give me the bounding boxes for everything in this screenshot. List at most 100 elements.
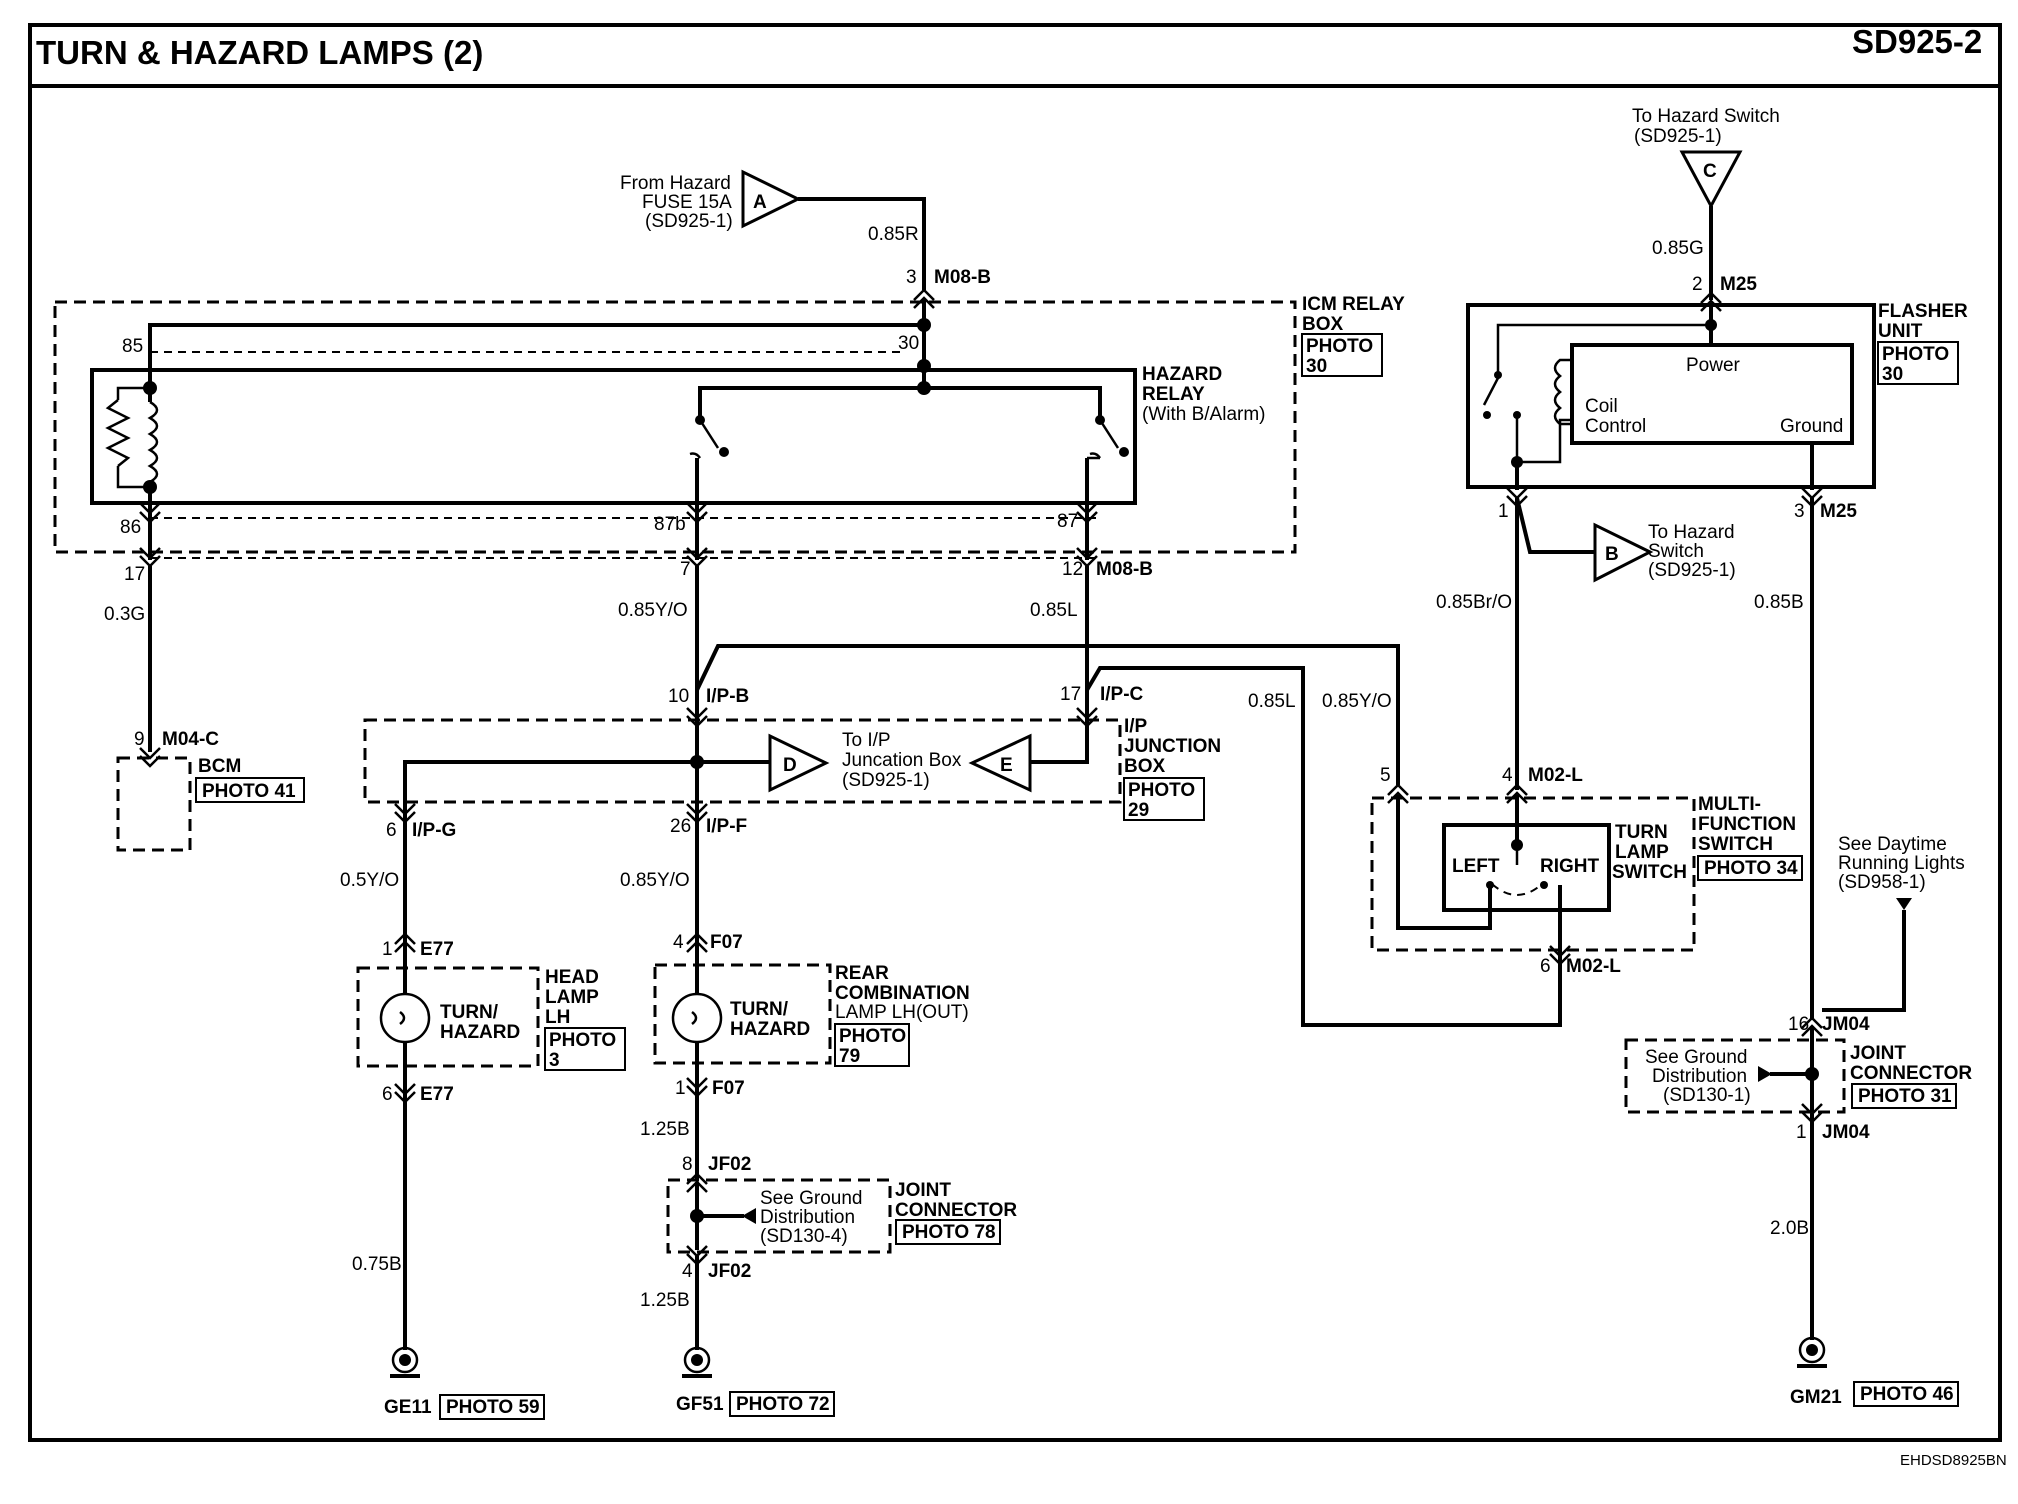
ref-letter-e: E bbox=[1000, 755, 1013, 776]
ref-letter-b: B bbox=[1605, 544, 1619, 565]
wire-085l-to-mfs bbox=[1085, 666, 1562, 1027]
hazard-fuse-ref-line3: (SD925-1) bbox=[645, 211, 733, 232]
turn-switch-label-2: LAMP bbox=[1615, 842, 1669, 863]
ref-triangle-c bbox=[1679, 150, 1743, 210]
footer-code: EHDSD8925BN bbox=[1900, 1452, 2007, 1469]
switch-contact bbox=[1119, 447, 1129, 457]
connector-chevron bbox=[913, 296, 935, 309]
joint-jf-photo: PHOTO 78 bbox=[902, 1222, 996, 1243]
wire-label-085yo: 0.85Y/O bbox=[618, 600, 688, 621]
ip-ref-line2: Juncation Box bbox=[842, 750, 962, 771]
flasher-control-label: Control bbox=[1585, 416, 1646, 437]
multi-function-switch-outline bbox=[1370, 796, 1696, 952]
head-lamp-label-2: LAMP bbox=[545, 987, 599, 1008]
pin-label-87b: 87b bbox=[654, 514, 686, 535]
ground-sd130-4-line3: (SD130-4) bbox=[760, 1226, 848, 1247]
hazard-switch-b-line1: To Hazard bbox=[1648, 522, 1735, 543]
flasher-label-2: UNIT bbox=[1878, 321, 1923, 342]
photo-label: PHOTO bbox=[839, 1026, 906, 1047]
photo-number: 3 bbox=[549, 1050, 560, 1071]
diagram-code: SD925-2 bbox=[1852, 23, 1982, 60]
photo-number: 29 bbox=[1128, 800, 1149, 821]
joint-jm-photo: PHOTO 31 bbox=[1858, 1086, 1952, 1107]
ip-junction-label-1: I/P bbox=[1124, 716, 1148, 737]
pin-label: 1 bbox=[382, 939, 393, 960]
hazard-switch-c-line2: (SD925-1) bbox=[1634, 126, 1722, 147]
pin-label: 3 bbox=[906, 267, 917, 288]
arrow-icon bbox=[742, 1208, 756, 1224]
rear-lamp-label-3: LAMP LH(OUT) bbox=[835, 1002, 969, 1023]
flasher-module bbox=[1570, 343, 1854, 445]
photo-box bbox=[1877, 341, 1959, 385]
wire-label-125b-b: 1.25B bbox=[640, 1290, 690, 1311]
head-lamp-box bbox=[356, 966, 540, 1068]
connector-label: F07 bbox=[712, 1078, 745, 1099]
photo-box bbox=[1853, 1381, 1959, 1407]
joint-jm-box bbox=[1624, 1038, 1846, 1114]
daytime-ref-line1: See Daytime bbox=[1838, 834, 1947, 855]
m25-bot-chevrons bbox=[1506, 487, 1823, 508]
pin-label: 6 bbox=[386, 820, 397, 841]
ref-triangle-a bbox=[741, 169, 802, 229]
pin-label-86: 86 bbox=[120, 517, 141, 538]
ip-junction-label-2: JUNCTION bbox=[1124, 736, 1221, 757]
flasher-label-1: FLASHER bbox=[1878, 301, 1968, 322]
connector-label-m08b: M08-B bbox=[1096, 559, 1153, 580]
joint-jm-label-1: JOINT bbox=[1850, 1043, 1906, 1064]
wire-to-b bbox=[1515, 497, 1595, 554]
wire-label-05yo: 0.5Y/O bbox=[340, 870, 399, 891]
rear-lamp-box bbox=[653, 963, 832, 1065]
wire-label-125b: 1.25B bbox=[640, 1119, 690, 1140]
head-lamp-bulb-2: HAZARD bbox=[440, 1022, 520, 1043]
switch-arc bbox=[1491, 883, 1543, 896]
hazard-relay-label-2: RELAY bbox=[1142, 384, 1205, 405]
icm-relay-box-outline bbox=[53, 300, 1297, 554]
connector-label: M25 bbox=[1720, 274, 1757, 295]
wire-label-085l: 0.85L bbox=[1030, 600, 1078, 621]
ground-gm21-icon bbox=[1797, 1336, 1827, 1368]
connector-label: M04-C bbox=[162, 729, 219, 750]
joint-jf-box bbox=[666, 1178, 892, 1254]
connector-label: I/P-B bbox=[706, 686, 749, 707]
wire-ip-internal bbox=[1030, 720, 1089, 764]
ground-gf51-label: GF51 bbox=[676, 1394, 724, 1415]
arrow-icon bbox=[1758, 1066, 1772, 1082]
wire-label-075b: 0.75B bbox=[352, 1254, 402, 1275]
photo-box bbox=[1851, 1083, 1957, 1109]
m02l-bot-chevrons bbox=[1549, 945, 1571, 966]
wire-label-085yo-b: 0.85Y/O bbox=[1322, 691, 1392, 712]
wire-label-20b: 2.0B bbox=[1770, 1218, 1809, 1239]
switch-contact bbox=[1540, 881, 1548, 889]
pin-label: 5 bbox=[1380, 765, 1391, 786]
photo-box bbox=[729, 1391, 835, 1417]
ref-triangle-d bbox=[768, 733, 830, 793]
flasher-coil-label: Coil bbox=[1585, 396, 1618, 417]
connector-label: M02-L bbox=[1566, 956, 1621, 977]
wire-flasher-internal bbox=[1496, 323, 1711, 372]
pin-label: 26 bbox=[670, 816, 691, 837]
ref-letter-c: C bbox=[1703, 161, 1717, 182]
filament-icon bbox=[399, 1011, 406, 1025]
photo-box bbox=[439, 1394, 545, 1420]
wire-daytime bbox=[1822, 910, 1906, 1012]
flasher-switch-arm bbox=[1482, 377, 1500, 406]
rear-lamp-bulb-2: HAZARD bbox=[730, 1019, 810, 1040]
resistor-lead bbox=[116, 466, 150, 489]
photo-box bbox=[895, 1219, 1001, 1245]
ground-ge11-icon bbox=[390, 1346, 420, 1378]
turn-switch-left: LEFT bbox=[1452, 856, 1500, 877]
connector-label: M02-L bbox=[1528, 765, 1583, 786]
ref-letter-d: D bbox=[783, 755, 797, 776]
wire-flasher-internal bbox=[1517, 418, 1572, 464]
m25-top-chevrons bbox=[1700, 291, 1722, 312]
turn-switch-label-1: TURN bbox=[1615, 822, 1668, 843]
connector-label: M08-B bbox=[934, 267, 991, 288]
connector-chevron bbox=[139, 747, 161, 760]
pin-label: 1 bbox=[675, 1078, 686, 1099]
daytime-ref-line3: (SD958-1) bbox=[1838, 872, 1926, 893]
pin-label: 2 bbox=[1692, 274, 1703, 295]
mfs-photo: PHOTO 34 bbox=[1704, 858, 1798, 879]
wire-label-085bro: 0.85Br/O bbox=[1436, 592, 1512, 613]
pin-label: 4 bbox=[1502, 765, 1513, 786]
